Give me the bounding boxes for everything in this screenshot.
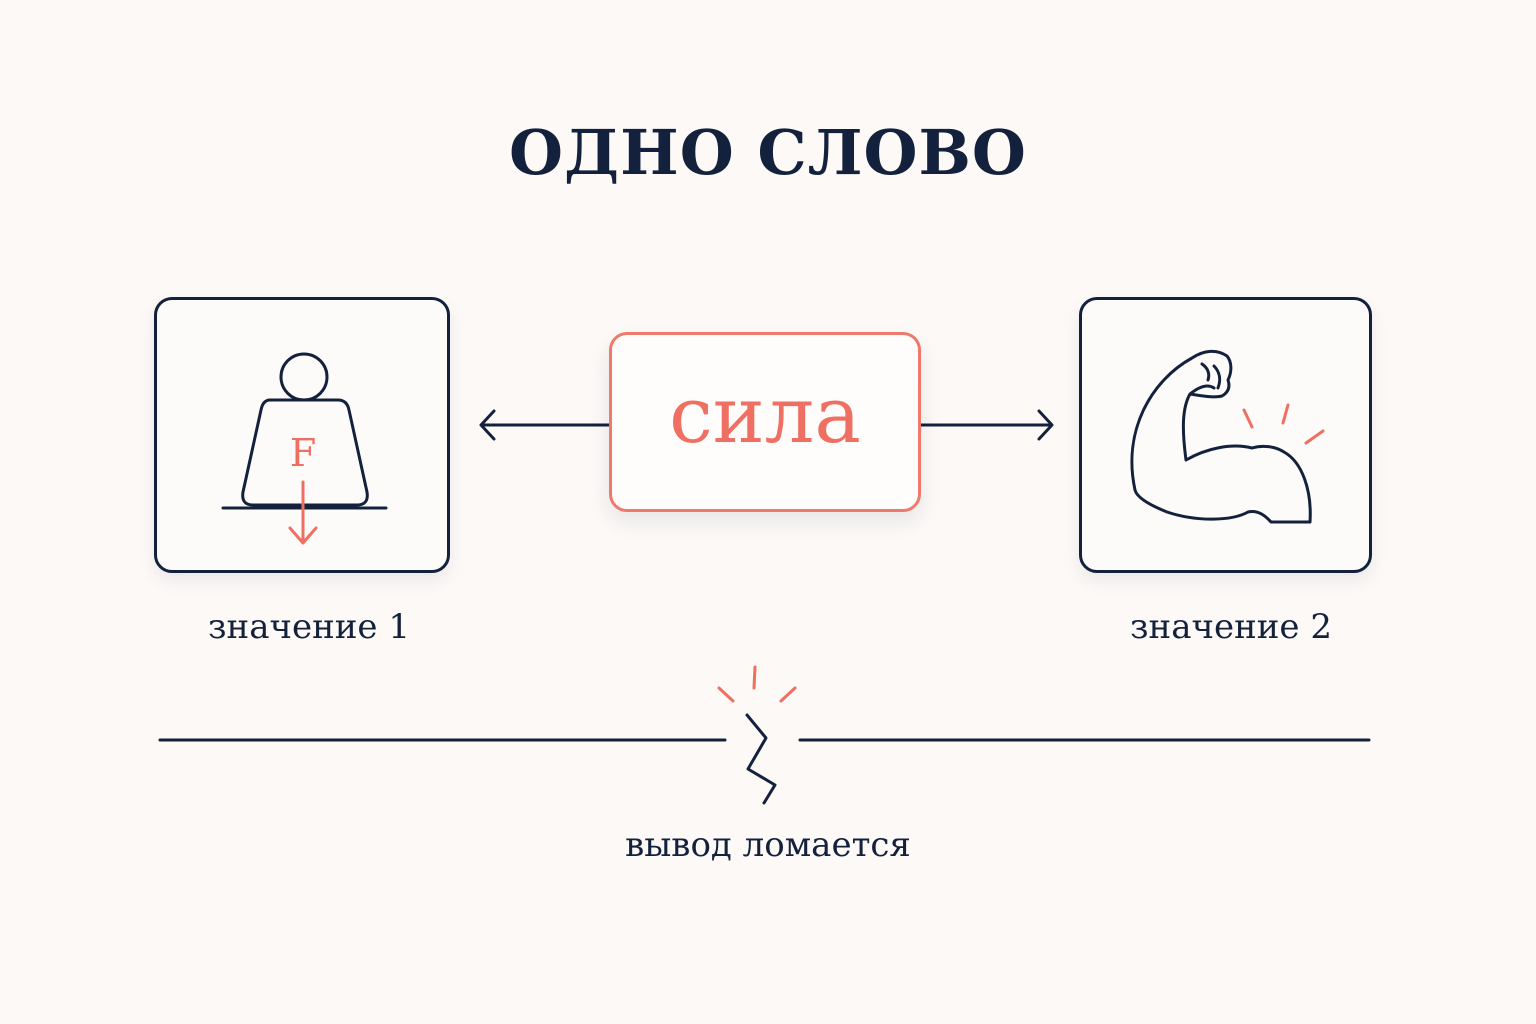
meaning-2-card bbox=[1079, 297, 1372, 573]
right-arrow bbox=[919, 409, 1054, 441]
meaning-1-card: F bbox=[154, 297, 450, 573]
center-word: сила bbox=[669, 371, 861, 461]
force-symbol: F bbox=[290, 431, 316, 475]
flexed-arm-icon bbox=[1130, 349, 1325, 524]
center-word-box: сила bbox=[609, 332, 921, 512]
meaning-1-caption: значение 1 bbox=[208, 607, 410, 647]
conclusion-caption: вывод ломается bbox=[625, 825, 911, 865]
diagram-title: ОДНО СЛОВО bbox=[509, 116, 1027, 189]
left-arrow bbox=[479, 409, 611, 441]
meaning-2-caption: значение 2 bbox=[1130, 607, 1332, 647]
broken-line-icon bbox=[158, 665, 1371, 805]
weight-icon: F bbox=[221, 352, 388, 545]
